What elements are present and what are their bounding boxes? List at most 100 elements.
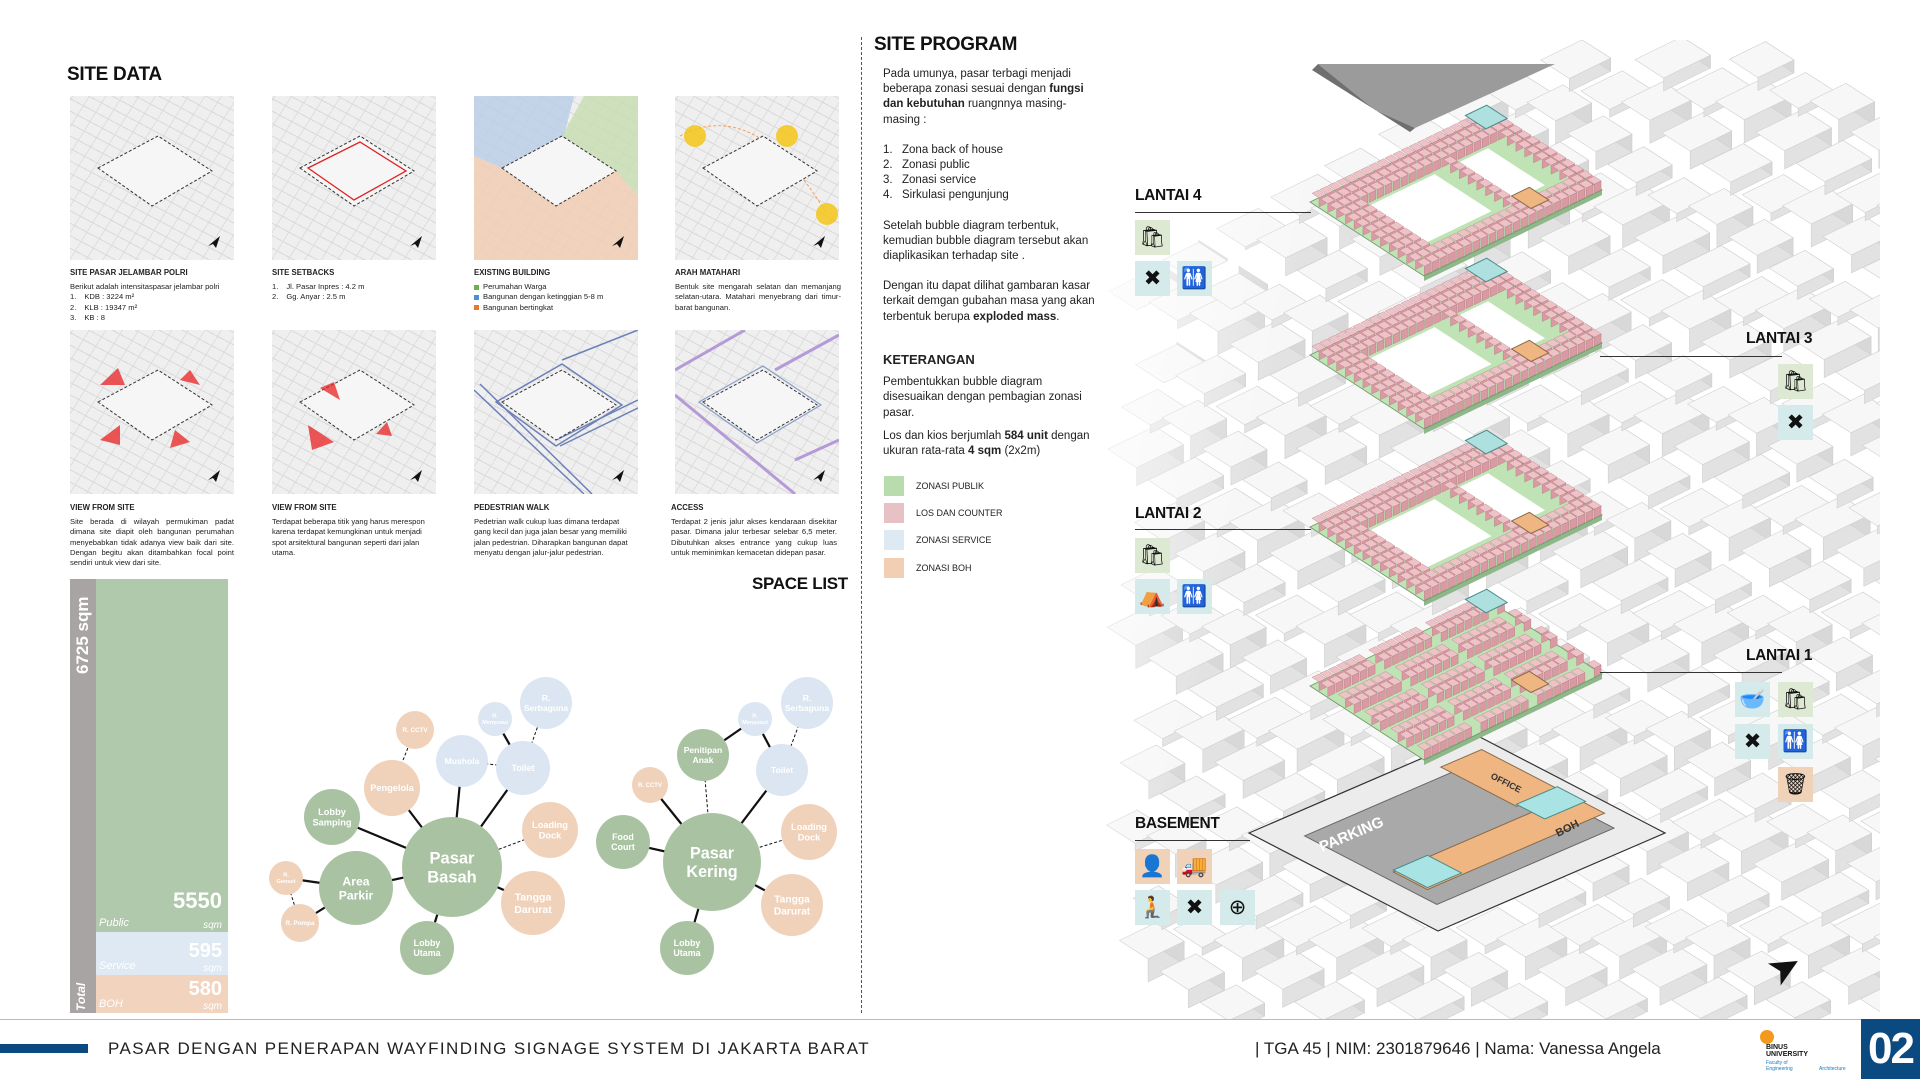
kiosk-unit	[1346, 537, 1362, 546]
kiosk-unit	[1554, 516, 1570, 525]
kiosk-unit	[1508, 459, 1524, 468]
kiosk-unit	[1441, 280, 1456, 289]
kiosk-unit	[1460, 492, 1476, 501]
kiosk-unit	[1508, 287, 1524, 296]
kiosk-unit	[1460, 167, 1476, 176]
kiosk-unit	[1457, 722, 1472, 731]
bubble-label: Mushola	[445, 756, 480, 766]
kiosk-unit	[1440, 236, 1456, 245]
bubble-label-line: Area	[342, 874, 369, 888]
kiosk-unit	[1449, 726, 1464, 735]
space-list-title: SPACE LIST	[752, 574, 848, 593]
thumbnail-site-location	[70, 96, 234, 260]
kiosk-unit	[1431, 705, 1446, 714]
kiosk-unit	[1449, 567, 1464, 576]
kiosk-unit	[1385, 173, 1401, 183]
segment-value: 580	[188, 978, 222, 1000]
kiosk-unit	[1416, 258, 1432, 267]
playground-icon: ⛺	[1135, 579, 1170, 614]
kiosk-unit	[1311, 673, 1327, 683]
kiosk-unit	[1466, 278, 1481, 287]
kiosk-unit	[1384, 479, 1400, 488]
kiosk-unit	[1408, 626, 1424, 636]
kiosk-unit	[1344, 174, 1359, 183]
kiosk-unit	[1543, 157, 1559, 166]
klb-value: KLB : 19347 m²	[84, 302, 138, 312]
bubble-node: R. Pompa	[281, 904, 319, 942]
kiosk-unit	[1363, 214, 1379, 223]
food-court-icon: ✖	[1135, 261, 1170, 296]
kiosk-unit	[1505, 368, 1521, 377]
thumbnail-access	[675, 330, 839, 494]
kiosk-unit	[1525, 461, 1541, 470]
bubble-label-line: R. CCTV	[402, 727, 428, 734]
kiosk-unit	[1542, 631, 1558, 640]
thumbnail-view-from-site-1	[70, 330, 234, 494]
north-arrow-icon	[813, 470, 825, 482]
kiosk-unit	[1517, 140, 1532, 149]
kiosk-unit	[1456, 703, 1471, 712]
kiosk-unit	[1449, 242, 1464, 251]
kiosk-unit	[1449, 607, 1464, 616]
kiosk-unit	[1560, 158, 1576, 168]
kiosk-unit	[1327, 507, 1343, 516]
kiosk-unit	[1398, 552, 1413, 561]
boh-block	[1510, 339, 1550, 363]
bubble-circle	[677, 729, 729, 781]
kiosk-unit	[1425, 469, 1441, 478]
bubble-label-line: Utama	[673, 948, 701, 958]
kiosk-unit	[1522, 207, 1537, 216]
kiosk-unit	[1551, 306, 1567, 315]
kiosk-unit	[1390, 394, 1406, 403]
kiosk-unit	[1432, 565, 1448, 574]
kiosk-unit	[1416, 139, 1432, 148]
kiosk-unit	[1425, 738, 1440, 747]
kiosk-unit	[1536, 664, 1552, 673]
kiosk-unit	[1443, 481, 1458, 490]
kiosk-unit	[1344, 667, 1360, 676]
kiosk-unit	[1433, 734, 1448, 743]
kiosk-unit	[1497, 372, 1513, 381]
kiosk-unit	[1487, 678, 1503, 687]
kiosk-unit	[1417, 301, 1433, 310]
kiosk-unit	[1457, 119, 1472, 128]
kiosk-unit	[1487, 337, 1502, 346]
kiosk-unit	[1424, 244, 1439, 253]
bubble-label-line: Basah	[427, 868, 477, 886]
kiosk-unit	[1392, 634, 1408, 643]
service-block	[1515, 786, 1587, 820]
kiosk-unit	[1416, 742, 1432, 751]
kiosk-unit	[1417, 632, 1433, 641]
bubble-node: R.Serbaguna	[781, 677, 833, 729]
kiosk-unit	[1448, 385, 1464, 395]
leader-line	[1135, 840, 1250, 841]
kiosk-unit	[1553, 507, 1569, 516]
kiosk-unit	[1425, 254, 1440, 263]
kiosk-unit	[1371, 363, 1387, 372]
kiosk-unit	[1542, 300, 1558, 309]
legend-swatch	[474, 284, 479, 290]
caption-title: ACCESS	[671, 503, 704, 512]
kiosk-unit	[1517, 465, 1532, 474]
floor-plate-lantai-2	[1309, 429, 1603, 606]
kiosk-unit	[1434, 303, 1449, 312]
kiosk-unit	[1569, 164, 1584, 173]
kiosk-unit	[1433, 140, 1449, 149]
paragraph-bold: exploded mass	[973, 310, 1057, 323]
kiosk-unit	[1423, 719, 1439, 728]
kiosk-unit	[1460, 641, 1475, 651]
kiosk-unit	[1441, 611, 1456, 620]
kiosk-unit	[1416, 411, 1432, 420]
kiosk-unit	[1526, 639, 1542, 648]
kiosk-unit	[1478, 178, 1493, 188]
restroom-icon: 🚻	[1177, 261, 1212, 296]
binus-logo: BINUS UNIVERSITY Faculty of Engineering …	[1752, 1024, 1857, 1074]
kiosk-unit	[1502, 651, 1518, 660]
kiosk-unit	[1474, 455, 1490, 465]
caption-text: Berikut adalah intensitaspasar jelambar …	[70, 282, 220, 292]
kiosk-unit	[1401, 481, 1416, 490]
kiosk-unit	[1441, 127, 1456, 136]
kiosk-unit	[1409, 305, 1425, 314]
